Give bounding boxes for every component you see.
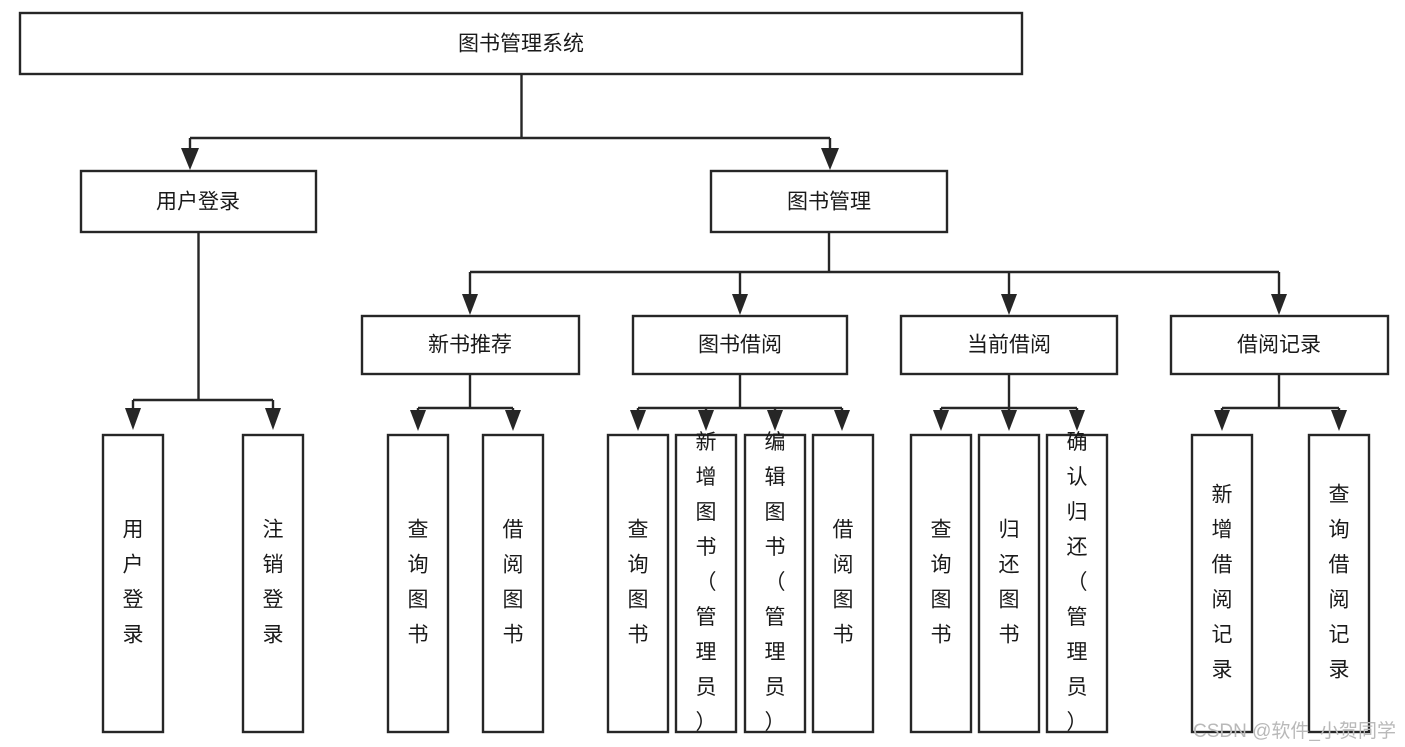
node-leaf-user-login[interactable]: 用户登录 <box>101 433 165 734</box>
node-leaf-query-book-1-label: 查询图书 <box>408 518 429 646</box>
node-leaf-query-borrow-record[interactable]: 查询借阅记录 <box>1307 433 1371 734</box>
node-leaf-borrow-book-1-label: 借阅图书 <box>503 518 524 646</box>
node-book-manage[interactable]: 图书管理 <box>709 169 949 234</box>
node-leaf-borrow-book-2-box[interactable] <box>811 433 875 734</box>
node-leaf-query-book-3-label: 查询图书 <box>931 518 952 646</box>
node-current-borrow[interactable]: 当前借阅 <box>899 314 1119 376</box>
node-borrow-record-box[interactable] <box>1169 314 1390 376</box>
node-root-label: 图书管理系统 <box>458 33 584 56</box>
arrow-leaf-return-book <box>1001 410 1017 431</box>
arrow-leaf-add-book-admin <box>698 410 714 431</box>
node-leaf-add-borrow-record[interactable]: 新增借阅记录 <box>1190 433 1254 734</box>
node-book-manage-label: 图书管理 <box>787 191 871 214</box>
node-leaf-add-book-admin-label: 新增图书（管理员） <box>696 431 717 734</box>
node-new-book-recommend-label: 新书推荐 <box>428 334 512 357</box>
node-borrow-record-label: 借阅记录 <box>1237 334 1321 357</box>
node-leaf-query-book-3[interactable]: 查询图书 <box>909 433 973 734</box>
arrow-to-book-borrow <box>732 294 748 315</box>
node-leaf-query-book-2-label: 查询图书 <box>628 518 649 646</box>
node-root[interactable]: 图书管理系统 <box>18 11 1024 76</box>
node-book-manage-box[interactable] <box>709 169 949 234</box>
node-new-book-recommend-box[interactable] <box>360 314 581 376</box>
node-leaf-confirm-return-admin-label: 确认归还（管理员） <box>1067 431 1088 734</box>
arrow-to-current-borrow <box>1001 294 1017 315</box>
node-root-box[interactable] <box>18 11 1024 76</box>
connector-layer <box>125 74 1347 431</box>
arrow-leaf-borrow-book-1 <box>505 410 521 431</box>
arrow-leaf-query-book-1 <box>410 410 426 431</box>
node-leaf-edit-book-admin-label: 编辑图书（管理员） <box>765 431 786 734</box>
node-leaf-add-book-admin[interactable]: 新增图书（管理员） <box>674 431 738 734</box>
node-leaf-borrow-book-1-box[interactable] <box>481 433 545 734</box>
csdn-watermark: CSDN @软件_小贺同学 <box>1193 720 1396 742</box>
node-leaf-query-borrow-record-label: 查询借阅记录 <box>1329 483 1350 681</box>
node-leaf-query-book-1-box[interactable] <box>386 433 450 734</box>
node-book-borrow-box[interactable] <box>631 314 849 376</box>
node-user-login-box[interactable] <box>79 169 318 234</box>
node-leaf-add-borrow-record-label: 新增借阅记录 <box>1212 483 1233 681</box>
arrow-leaf-borrow-book-2 <box>834 410 850 431</box>
arrow-to-user-login <box>181 148 199 170</box>
node-user-login[interactable]: 用户登录 <box>79 169 318 234</box>
arrow-leaf-query-borrow-record <box>1331 410 1347 431</box>
arrow-leaf-query-book-3 <box>933 410 949 431</box>
node-book-borrow[interactable]: 图书借阅 <box>631 314 849 376</box>
node-leaf-borrow-book-2[interactable]: 借阅图书 <box>811 433 875 734</box>
node-leaf-query-book-1[interactable]: 查询图书 <box>386 433 450 734</box>
node-leaf-confirm-return-admin[interactable]: 确认归还（管理员） <box>1045 431 1109 734</box>
arrow-to-new-book-recommend <box>462 294 478 315</box>
node-leaf-return-book[interactable]: 归还图书 <box>977 433 1041 734</box>
node-leaf-query-book-3-box[interactable] <box>909 433 973 734</box>
arrow-leaf-edit-book-admin <box>767 410 783 431</box>
node-leaf-borrow-book-2-label: 借阅图书 <box>833 518 854 646</box>
node-leaf-query-book-2[interactable]: 查询图书 <box>606 433 670 734</box>
node-user-login-label: 用户登录 <box>156 191 240 214</box>
node-current-borrow-box[interactable] <box>899 314 1119 376</box>
node-leaf-borrow-book-1[interactable]: 借阅图书 <box>481 433 545 734</box>
node-leaf-user-login-label: 用户登录 <box>123 518 144 646</box>
node-leaf-return-book-label: 归还图书 <box>999 518 1020 646</box>
node-leaf-logout-login-box[interactable] <box>241 433 305 734</box>
node-leaf-query-book-2-box[interactable] <box>606 433 670 734</box>
arrow-leaf-confirm-return-admin <box>1069 410 1085 431</box>
arrow-leaf-logout-login <box>265 408 281 430</box>
arrow-to-borrow-record <box>1271 294 1287 315</box>
node-leaf-edit-book-admin-box[interactable] <box>743 433 807 734</box>
node-leaf-logout-login-label: 注销登录 <box>263 518 284 646</box>
arrow-leaf-query-book-2 <box>630 410 646 431</box>
arrow-leaf-user-login <box>125 408 141 430</box>
node-leaf-return-book-box[interactable] <box>977 433 1041 734</box>
node-leaf-add-book-admin-box[interactable] <box>674 433 738 734</box>
node-book-borrow-label: 图书借阅 <box>698 334 782 357</box>
node-leaf-logout-login[interactable]: 注销登录 <box>241 433 305 734</box>
node-borrow-record[interactable]: 借阅记录 <box>1169 314 1390 376</box>
arrow-to-book-manage <box>821 148 839 170</box>
node-leaf-edit-book-admin[interactable]: 编辑图书（管理员） <box>743 431 807 734</box>
node-leaf-query-borrow-record-box[interactable] <box>1307 433 1371 734</box>
node-current-borrow-label: 当前借阅 <box>967 334 1051 357</box>
node-leaf-add-borrow-record-box[interactable] <box>1190 433 1254 734</box>
node-leaf-user-login-box[interactable] <box>101 433 165 734</box>
node-new-book-recommend[interactable]: 新书推荐 <box>360 314 581 376</box>
node-leaf-confirm-return-admin-box[interactable] <box>1045 433 1109 734</box>
arrow-leaf-add-borrow-record <box>1214 410 1230 431</box>
